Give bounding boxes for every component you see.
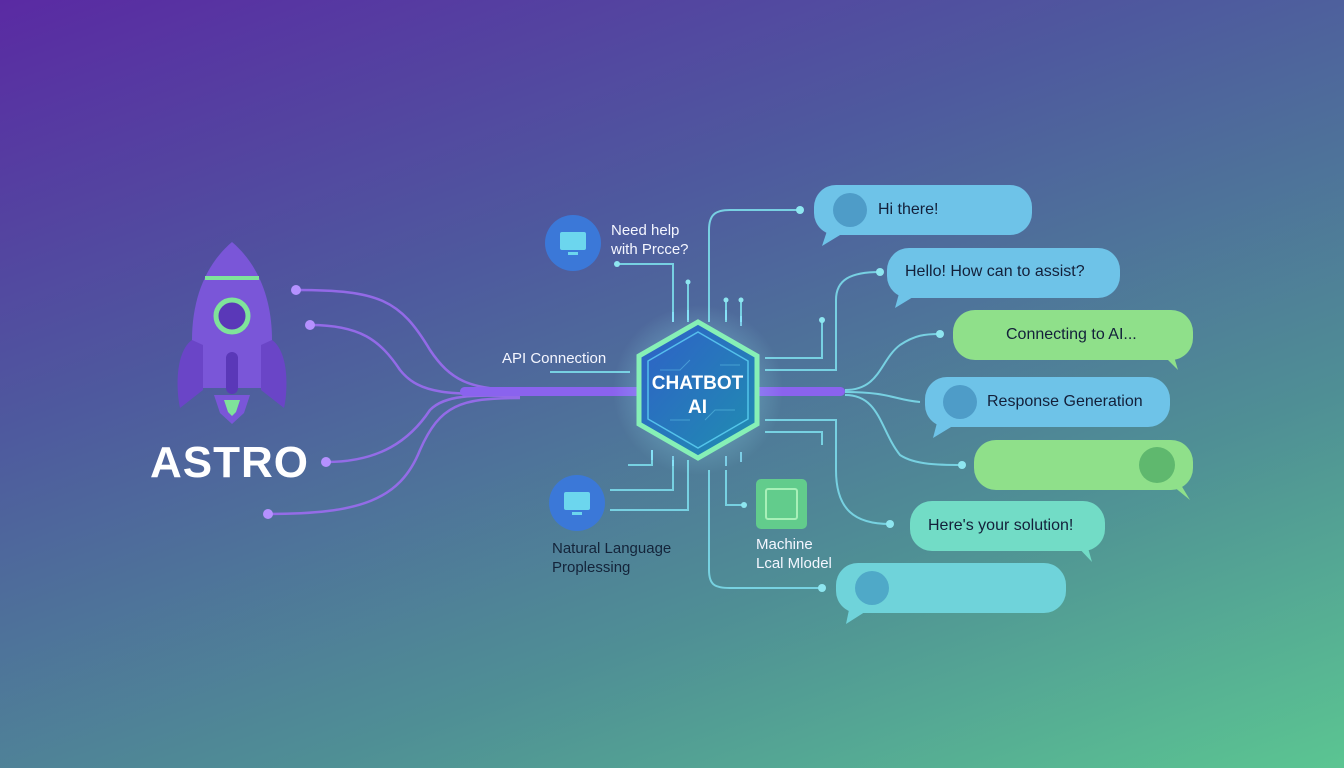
nlp-line2: Proplessing [552, 559, 631, 576]
need-help-line2: with Рrcce? [611, 241, 689, 258]
chat-bubble-3-text: Connecting to AI... [1006, 326, 1137, 343]
chat-bubble-2-text: Hello! How can to assist? [905, 263, 1085, 280]
brand-name: ASTRO [150, 438, 309, 487]
rocket-icon [177, 242, 287, 424]
chat-bubble-4-text: Response Generation [987, 393, 1143, 410]
hub-label: CHATBOT AI [640, 372, 755, 420]
nlp-line1: Natural Language [552, 540, 672, 557]
chat-bubble-4 [925, 377, 1170, 438]
rocket-connector-dots [263, 285, 331, 519]
chat-bubble-1-text: Hi there! [878, 201, 939, 218]
chat-bubble-1 [814, 185, 1032, 246]
chat-bubble-6-text: Here's your solution! [928, 517, 1074, 534]
hub-label-line1: CHATBOT [651, 373, 744, 394]
chat-bubble-5 [974, 440, 1193, 500]
ml-model-icon [756, 479, 807, 529]
monitor-icon-nlp [549, 475, 605, 531]
nlp-label: Natural Language Proplessing [552, 539, 671, 577]
api-connection-label: API Connection [502, 350, 607, 367]
ml-label: Machine Lcal Mlodel [756, 535, 832, 573]
chat-bubble-3 [953, 310, 1193, 370]
ml-line1: Machine [756, 536, 813, 553]
chat-bubble-2 [887, 248, 1120, 308]
need-help-line1: Need help [611, 222, 680, 239]
hub-connector-dots [614, 206, 966, 592]
ml-line2: Lcal Mlodel [756, 555, 832, 572]
chat-bubble-7 [836, 563, 1066, 624]
need-help-label: Need help with Рrcce? [611, 221, 689, 259]
chatbot-hub [613, 305, 783, 475]
chat-bubble-6 [910, 501, 1105, 562]
hub-label-line2: AI [688, 397, 707, 418]
monitor-icon-need-help [545, 215, 601, 271]
